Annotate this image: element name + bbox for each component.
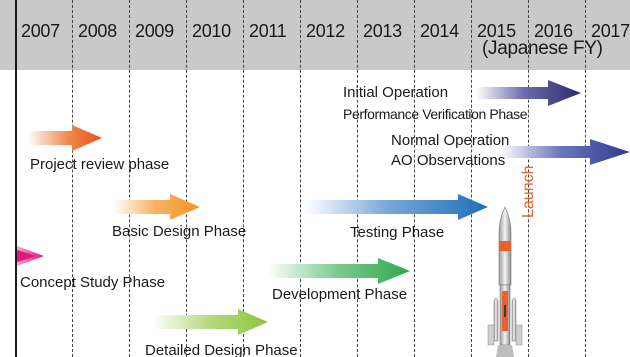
year-label: 2017 [591,21,630,41]
year-label: 2007 [21,21,60,41]
launch-label: Launch [520,165,537,219]
label-testing: Testing Phase [350,224,445,241]
label-ao-observations: AO Observations [391,152,506,169]
year-divider [72,0,73,357]
year-divider [129,0,130,357]
year-label: 2008 [78,21,117,41]
label-normal-operation: Normal Operation [391,132,510,149]
year-divider [414,0,415,357]
label-development: Development Phase [272,286,408,303]
arrow-normal-operation [500,139,630,165]
year-divider [243,0,244,357]
arrow-detailed-design [152,309,268,335]
fiscal-year-note: (Japanese FY) [482,38,603,59]
arrow-initial-operation [476,80,581,106]
year-header-band: 2007 2008 2009 2010 2011 2012 2013 2014 … [0,0,630,70]
timeline-axis-line [15,0,17,357]
year-divider [528,0,529,357]
year-label: 2009 [135,21,174,41]
year-label: 2015 [477,21,516,41]
year-label: 2014 [420,21,459,41]
arrow-project-review [27,125,102,151]
label-concept-study: Concept Study Phase [20,274,166,291]
rocket-illustration [487,206,523,357]
year-divider [471,0,472,357]
arrow-testing [305,194,488,220]
year-divider [357,0,358,357]
arrow-basic-design [113,194,200,220]
year-divider [585,0,586,357]
label-detailed-design: Detailed Design Phase [145,342,298,357]
year-label: 2016 [534,21,573,41]
year-label: 2011 [249,21,287,41]
year-label: 2012 [306,21,345,41]
year-divider [300,0,301,357]
year-label: 2013 [363,21,402,41]
arrow-concept-study [17,246,44,266]
year-label: 2010 [192,21,231,41]
year-divider [186,0,187,357]
arrow-development [267,258,410,284]
label-basic-design: Basic Design Phase [112,223,247,240]
label-initial-operation: Initial Operation [343,84,449,101]
label-project-review: Project review phase [30,156,170,173]
label-performance-verification: Performance Verification Phase [343,106,528,122]
